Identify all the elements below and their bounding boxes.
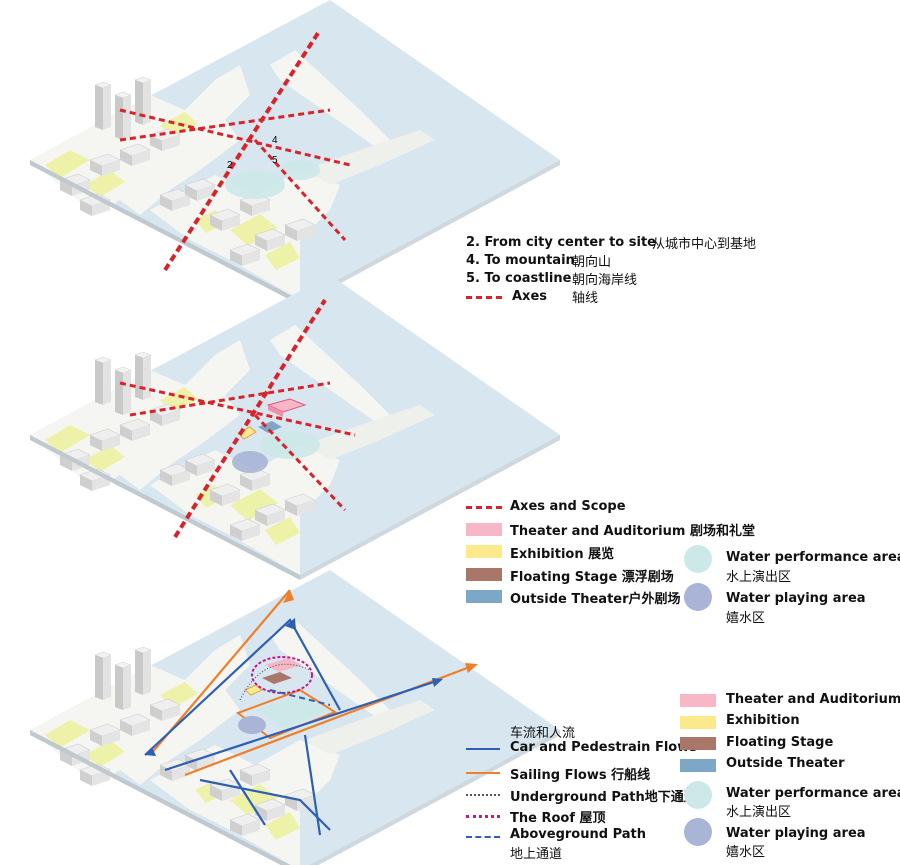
legend2-water-play: Water playing area (726, 591, 866, 606)
legend3-aboveground-swatch (466, 836, 500, 838)
legend2-floating: Floating Stage 漂浮剧场 (510, 566, 674, 585)
legend2-water-play-swatch (684, 583, 712, 611)
legend2-axes-scope-swatch (466, 506, 502, 509)
legend-item-axes: Axes (512, 289, 547, 304)
legend2-outside-swatch (466, 590, 502, 603)
water-playing-area-2 (232, 451, 268, 473)
legend2-floating-swatch (466, 568, 502, 581)
legend3-water-play-swatch (684, 818, 712, 846)
legend2-water-perf: Water performance area (726, 550, 900, 565)
legend3-roof-swatch (466, 815, 500, 818)
legend3-outside: Outside Theater (726, 756, 845, 771)
legend3-flows-cn: 车流和人流 (510, 722, 575, 741)
legend-item-mountain: 4. To mountain (466, 253, 575, 268)
legend-item-city-center-cn: 从城市中心到基地 (652, 233, 756, 252)
legend3-floating-swatch (680, 737, 716, 750)
legend2-water-play-cn: 嬉水区 (726, 607, 765, 626)
legend3-water-play: Water playing area (726, 826, 866, 841)
map-label-5: 5 (272, 155, 278, 166)
legend3-roof: The Roof 屋顶 (510, 807, 606, 826)
legend3-underground-swatch (466, 794, 500, 796)
legend-item-coastline: 5. To coastline (466, 271, 571, 286)
legend3-sailing: Sailing Flows 行船线 (510, 764, 650, 783)
water-performance-area-1 (225, 171, 285, 199)
legend2-outside: Outside Theater户外剧场 (510, 588, 681, 607)
legend3-water-perf-swatch (684, 781, 712, 809)
legend-item-city-center: 2. From city center to site (466, 235, 656, 250)
legend3-water-play-cn: 嬉水区 (726, 841, 765, 860)
legend3-theater: Theater and Auditorium (726, 692, 900, 707)
water-area-1b (280, 160, 320, 180)
legend3-car-ped: Car and Pedestrain Flows (510, 740, 697, 755)
legend-item-coastline-cn: 朝向海岸线 (572, 269, 637, 288)
legend-item-mountain-cn: 朝向山 (572, 251, 611, 270)
legend3-underground: Underground Path地下通道 (510, 786, 697, 805)
legend2-water-perf-cn: 水上演出区 (726, 566, 791, 585)
legend3-car-swatch (466, 748, 500, 750)
legend3-water-perf-cn: 水上演出区 (726, 801, 791, 820)
map-label-4: 4 (272, 135, 278, 146)
legend3-exhibition-swatch (680, 716, 716, 729)
legend3-exhibition: Exhibition (726, 713, 800, 728)
legend-axes-swatch (466, 296, 502, 299)
map-label-2: 2 (227, 160, 233, 171)
legend-item-axes-cn: 轴线 (572, 287, 598, 306)
legend3-theater-swatch (680, 694, 716, 707)
legend2-exhibition-swatch (466, 545, 502, 558)
legend3-outside-swatch (680, 759, 716, 772)
legend2-theater: Theater and Auditorium 剧场和礼堂 (510, 520, 755, 539)
legend3-sailing-swatch (466, 772, 500, 774)
panel-3-flows-map (30, 570, 560, 865)
water-playing-area-3 (238, 716, 266, 734)
water-performance-area-2 (260, 431, 320, 459)
legend2-axes-scope: Axes and Scope (510, 499, 626, 514)
legend3-water-perf: Water performance area (726, 786, 900, 801)
legend2-exhibition: Exhibition 展览 (510, 543, 614, 562)
legend3-aboveground-cn: 地上通道 (510, 843, 562, 862)
legend3-aboveground: Aboveground Path (510, 827, 646, 842)
legend2-theater-swatch (466, 523, 502, 536)
legend2-water-perf-swatch (684, 545, 712, 573)
legend3-floating: Floating Stage (726, 735, 833, 750)
